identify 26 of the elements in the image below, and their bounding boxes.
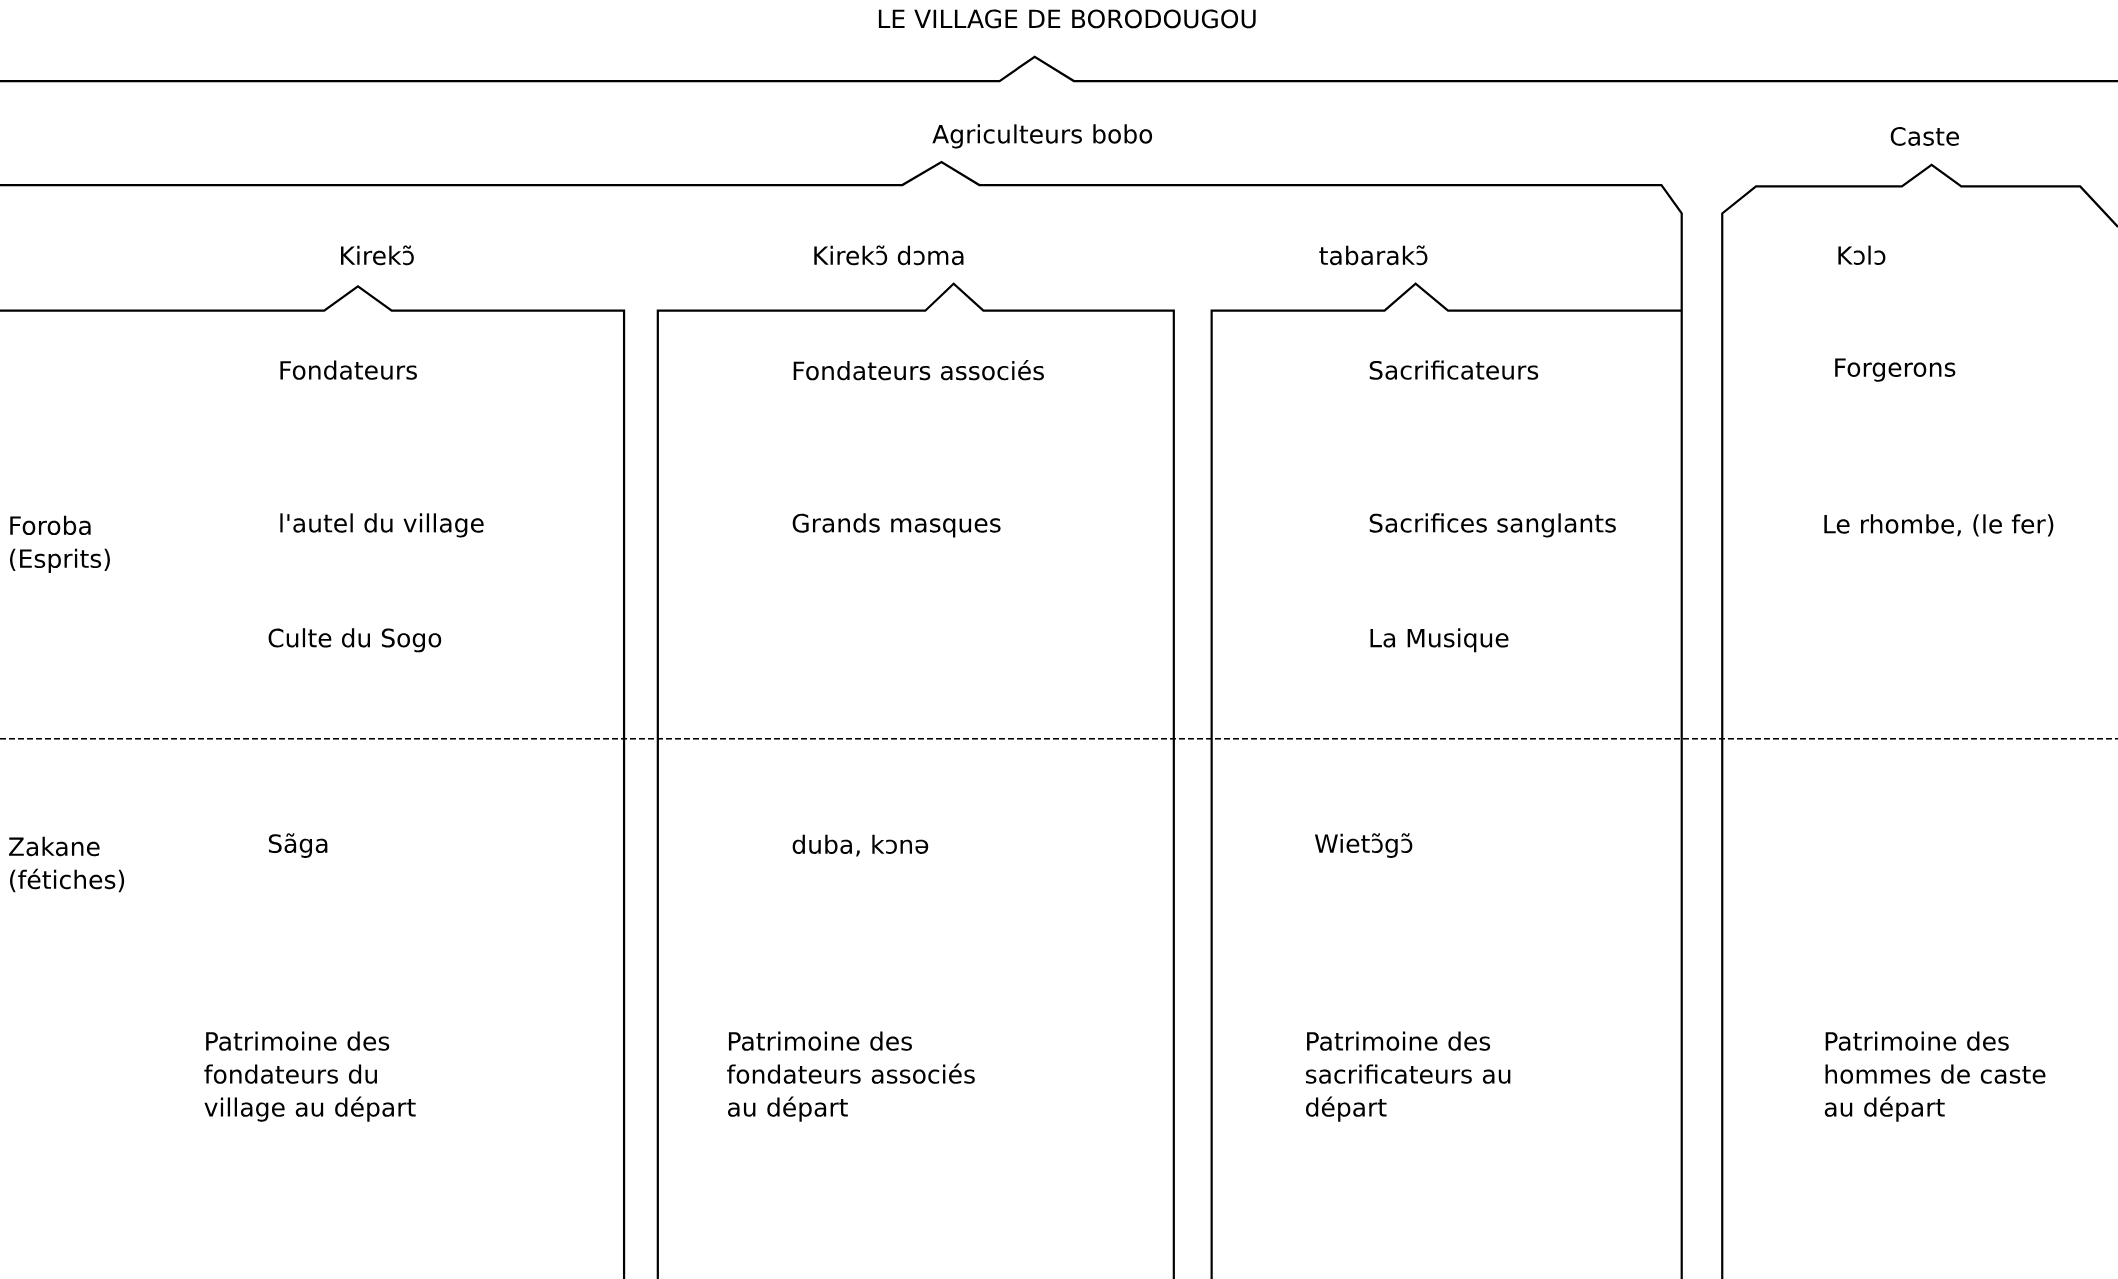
column-heading: Kirekɔ̃ <box>341 245 414 266</box>
column-heading: Kɔlɔ <box>1838 245 1886 265</box>
column-heading: tabarakɔ̃ <box>1319 245 1428 266</box>
cell-text: Grands masques <box>792 513 1001 538</box>
cell-text: l'autel du village <box>280 513 484 538</box>
cell-text: Patrimoine des sacrificateurs au départ <box>1305 1031 1511 1122</box>
column-heading: Agriculteurs bobo <box>932 124 1153 149</box>
column-heading: Kirekɔ̃ dɔma <box>814 245 964 266</box>
cell-text: Patrimoine des hommes de caste au départ <box>1824 1031 2046 1122</box>
title: LE VILLAGE DE BORODOUGOU <box>878 9 1256 29</box>
cell-text: Patrimoine des fondateurs associés au départ <box>727 1031 975 1122</box>
cell-text: Wietɔ̃gɔ̃ <box>1314 833 1413 858</box>
cell-text: Le rhombe, (le fer) <box>1824 514 2054 537</box>
cell-text: Fondateurs associés <box>793 359 1044 381</box>
cell-text: Sacrifices sanglants <box>1369 513 1616 538</box>
cell-text: Patrimoine des fondateurs du village au départ <box>204 1031 416 1122</box>
cell-text: Sãga <box>268 833 328 858</box>
row-label: Zakane (fétiches) <box>9 836 125 893</box>
cell-text: Sacrificateurs <box>1369 360 1539 380</box>
cell-text: Culte du Sogo <box>268 628 442 653</box>
cell-text: duba, kɔnə <box>792 834 929 857</box>
cell-text: Forgerons <box>1835 358 1956 382</box>
cell-text: La Musique <box>1370 628 1509 653</box>
cell-text: Fondateurs <box>280 360 417 380</box>
column-heading: Caste <box>1890 126 1959 146</box>
row-label: Foroba (Esprits) <box>10 515 110 573</box>
